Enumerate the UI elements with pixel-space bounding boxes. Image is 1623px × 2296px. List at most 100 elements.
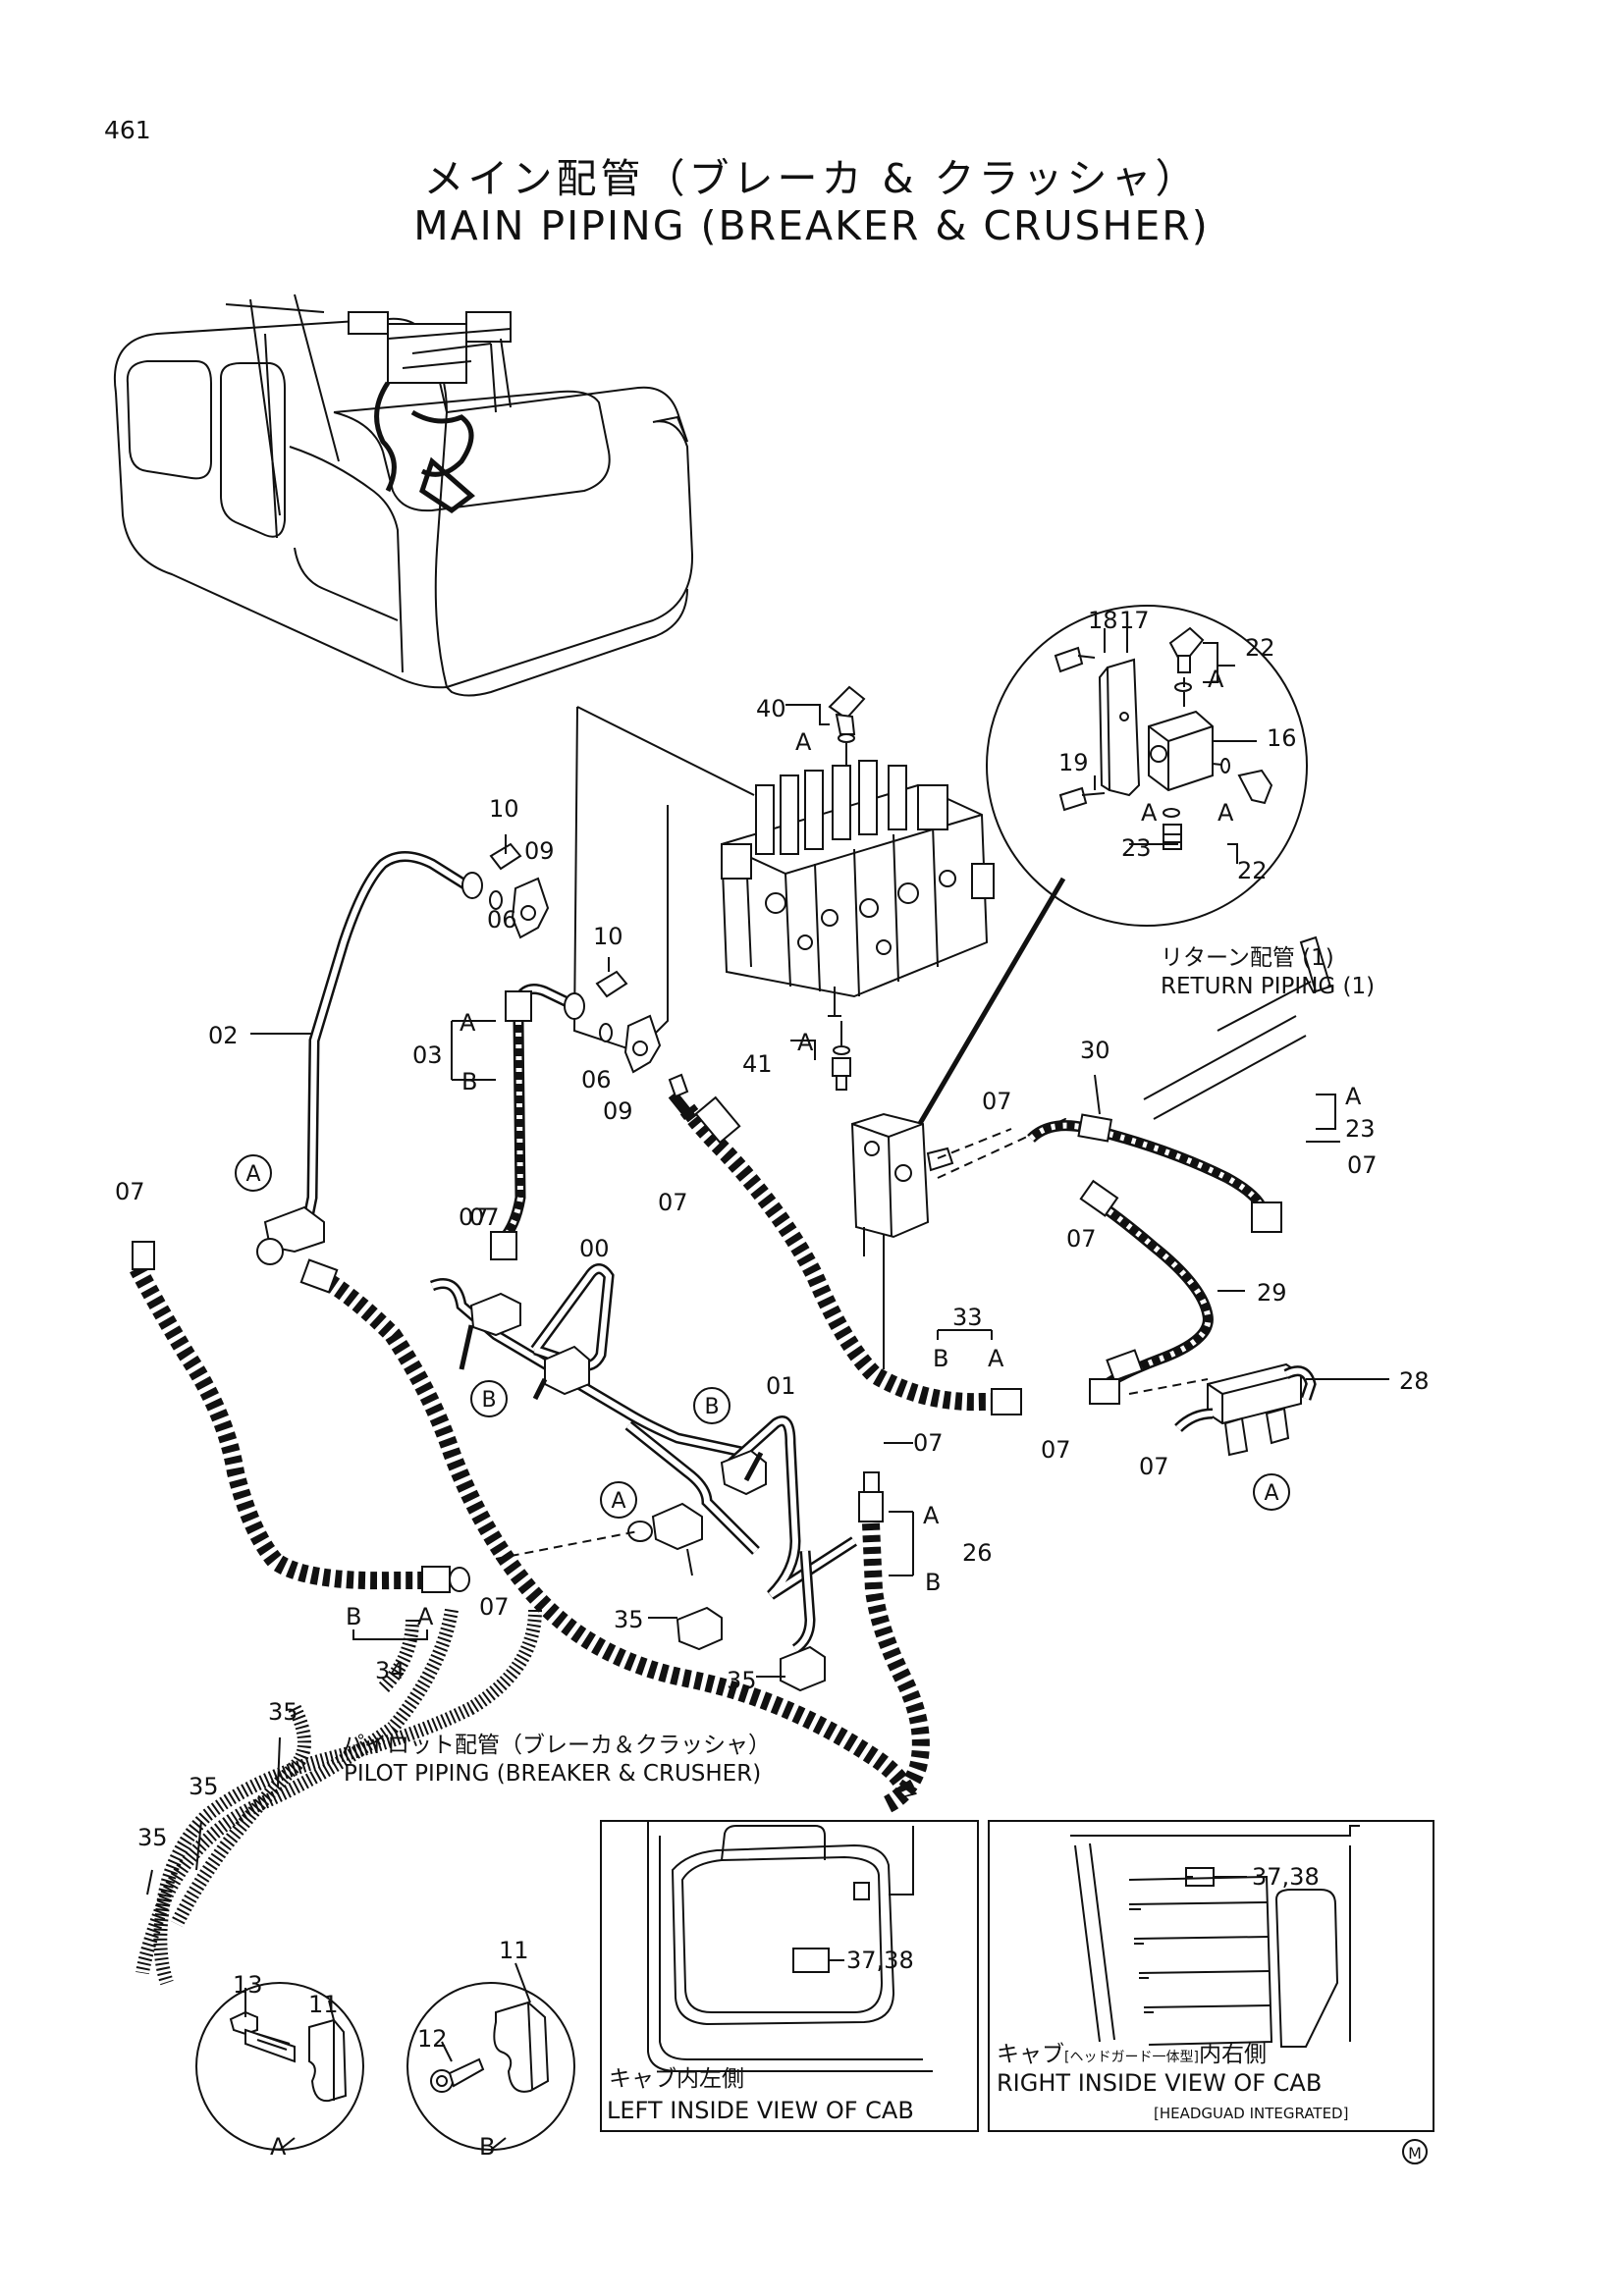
leader-line — [495, 1530, 639, 1560]
return-block — [850, 1112, 954, 1266]
circle-mark-b-1: B — [470, 1380, 508, 1417]
callout-07-33: 07 — [469, 1203, 500, 1231]
callout-41-22: 41 — [742, 1050, 773, 1078]
callout-22-2: 22 — [1245, 634, 1275, 662]
callout-07-31: 07 — [115, 1178, 145, 1205]
callout-35-51: 35 — [614, 1606, 644, 1633]
callout-34-50: 34 — [375, 1657, 406, 1684]
callout-13-56: 13 — [233, 1971, 263, 1999]
callout-23-27: 23 — [1345, 1115, 1376, 1143]
callout-10-12: 10 — [489, 795, 519, 823]
callout-06-14: 06 — [487, 906, 517, 934]
callout-leaders — [146, 628, 1389, 2151]
right-cab-label-jp-small: [ヘッドガード一体型] — [1064, 2050, 1199, 2065]
fitting-41 — [832, 1021, 851, 1091]
callout-a-21: A — [797, 1029, 814, 1056]
callout-35-55: 35 — [137, 1824, 168, 1851]
circle-mark-letter: A — [611, 1489, 625, 1514]
hose-35 — [314, 1268, 917, 1799]
return-line-pipe — [1143, 935, 1332, 1120]
callout-10-15: 10 — [593, 923, 623, 950]
clamp-00 — [469, 1292, 590, 1396]
clamp-35-b — [780, 1645, 826, 1692]
circle-mark-ring — [600, 1481, 637, 1519]
detail-b-label: B — [479, 2133, 495, 2161]
circle-mark-letter: B — [481, 1388, 496, 1413]
callout-a-3: A — [1208, 666, 1224, 693]
callout-07-29: 07 — [1066, 1225, 1097, 1253]
hose-33 — [679, 1103, 1001, 1412]
callout-b-48: B — [346, 1603, 361, 1630]
callout-07-42: 07 — [1041, 1436, 1071, 1464]
callout-07-32: 07 — [658, 1189, 688, 1216]
callout-17-1: 17 — [1119, 607, 1150, 634]
left-cab-part-label: 37,38 — [846, 1947, 914, 1974]
detail-b-clamp — [406, 1982, 575, 2151]
callout-23-8: 23 — [1121, 834, 1152, 862]
callout-a-26: A — [1345, 1083, 1362, 1110]
page-number: 461 — [104, 116, 151, 144]
callout-02-23: 02 — [208, 1022, 239, 1049]
flange-09-top — [489, 842, 550, 939]
clamp-01 — [651, 1449, 767, 1576]
callout-01-40: 01 — [766, 1372, 796, 1400]
right-cab-label-jp: キャブ[ヘッドガード一体型]内右側 — [997, 2042, 1267, 2067]
callout-18-0: 18 — [1088, 607, 1118, 634]
leader-line — [576, 706, 755, 796]
control-valve-drawing — [720, 760, 995, 1017]
callout-a-38: A — [988, 1345, 1004, 1372]
callout-26-45: 26 — [962, 1539, 993, 1567]
callout-a-49: A — [417, 1603, 434, 1630]
callout-40-10: 40 — [756, 695, 786, 722]
right-cab-view — [988, 1820, 1434, 2132]
callout-b-46: B — [925, 1569, 941, 1596]
callout-07-43: 07 — [1139, 1453, 1169, 1480]
callout-07-47: 07 — [479, 1593, 510, 1621]
right-cab-label-jp-b: 内右側 — [1199, 2042, 1267, 2067]
fitting-40 — [828, 685, 866, 766]
callout-16-4: 16 — [1267, 724, 1297, 752]
callout-00-34: 00 — [579, 1235, 610, 1262]
circle-mark-ring — [470, 1380, 508, 1417]
callout-b-18: B — [461, 1068, 477, 1095]
leader-line — [572, 706, 649, 1056]
callout-07-24: 07 — [982, 1088, 1012, 1115]
callout-03-17: 03 — [412, 1041, 443, 1069]
callout-35-52: 35 — [727, 1667, 757, 1694]
callout-09-20: 09 — [603, 1097, 633, 1125]
callout-a-6: A — [1141, 799, 1158, 827]
left-cab-view — [600, 1820, 979, 2132]
leader-line — [743, 1451, 764, 1482]
left-cab-label: LEFT INSIDE VIEW OF CAB — [607, 2097, 914, 2124]
right-cab-label: RIGHT INSIDE VIEW OF CAB — [997, 2069, 1322, 2097]
page-title-japanese: メイン配管（ブレーカ & クラッシャ） — [423, 155, 1200, 202]
circle-mark-a-4: A — [1253, 1473, 1290, 1511]
circle-mark-ring — [693, 1387, 730, 1424]
callout-07-28: 07 — [1347, 1151, 1378, 1179]
page-title: MAIN PIPING (BREAKER & CRUSHER) — [413, 202, 1210, 249]
callout-29-35: 29 — [1257, 1279, 1287, 1307]
circle-mark-b-2: B — [693, 1387, 730, 1424]
callout-a-11: A — [795, 728, 812, 756]
circle-mark-a-0: A — [235, 1154, 272, 1192]
circle-mark-ring — [1253, 1473, 1290, 1511]
clamp-35-a — [676, 1606, 723, 1651]
callout-b-37: B — [933, 1345, 948, 1372]
callout-19-5: 19 — [1058, 749, 1089, 776]
detail-a-clamp — [195, 1982, 364, 2151]
right-cab-label-jp-a: キャブ — [997, 2042, 1064, 2067]
callout-07-41: 07 — [913, 1429, 944, 1457]
pilot-piping-label-jp: パイロット配管（ブレーカ＆クラッシャ） — [342, 1733, 771, 1758]
return-piping-label-jp: リターン配管 (1) — [1161, 945, 1334, 971]
callout-a-44: A — [923, 1502, 940, 1529]
circle-mark-letter: A — [1264, 1481, 1278, 1506]
circle-marks: A B B A A — [235, 1154, 1290, 1519]
callout-11-57: 11 — [308, 1991, 339, 2018]
callout-22-9: 22 — [1237, 857, 1268, 884]
callout-07-30: 07 — [459, 1203, 489, 1231]
callout-09-13: 09 — [524, 837, 555, 865]
detail-a-label: A — [270, 2133, 287, 2161]
callout-30-25: 30 — [1080, 1037, 1110, 1064]
pilot-piping-label: PILOT PIPING (BREAKER & CRUSHER) — [344, 1761, 761, 1787]
